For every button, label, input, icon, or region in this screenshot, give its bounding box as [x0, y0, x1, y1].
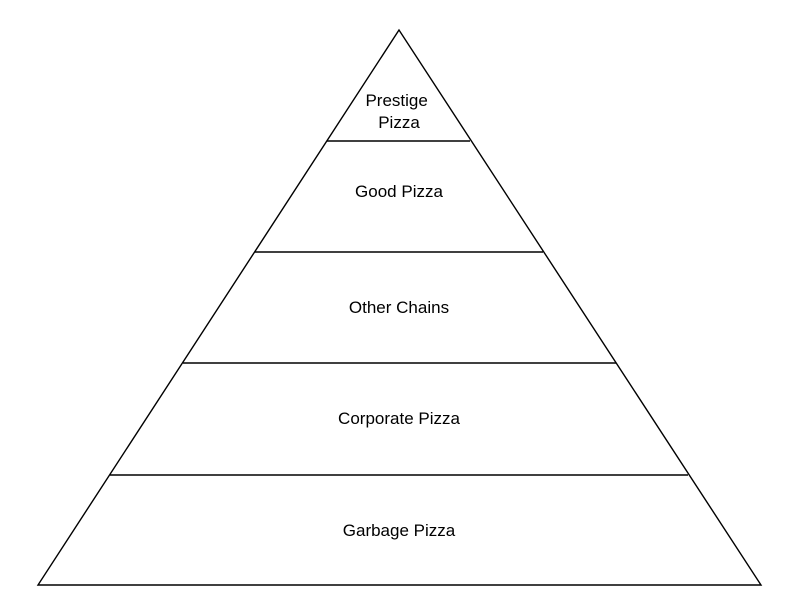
tier-label-other-chains: Other Chains: [349, 298, 449, 317]
tier-label-corporate-pizza: Corporate Pizza: [338, 409, 460, 428]
tier-label-prestige-pizza: Prestige Pizza: [365, 91, 432, 132]
tier-label-garbage-pizza: Garbage Pizza: [343, 521, 456, 540]
pyramid-outline: [36, 28, 763, 586]
tier-label-prestige-pizza-line-1: Prestige: [365, 91, 427, 110]
tier-label-good-pizza: Good Pizza: [355, 182, 443, 201]
tier-label-prestige-pizza-line-2: Pizza: [378, 113, 420, 132]
